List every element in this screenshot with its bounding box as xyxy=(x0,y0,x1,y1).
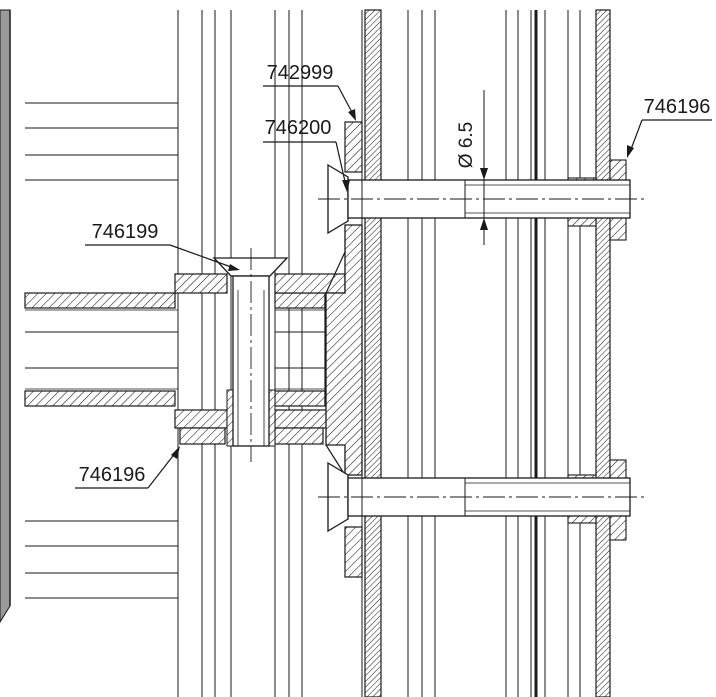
callout-label-746196-bottom: 746196 xyxy=(79,464,146,486)
vertical-wall xyxy=(361,9,382,697)
left-column-lines xyxy=(177,10,303,697)
diameter-label: Ø 6.5 xyxy=(456,122,477,168)
bracket-plates xyxy=(174,273,346,447)
callout-label-746199: 746199 xyxy=(92,221,159,243)
callout-746199: 746199 xyxy=(85,221,240,271)
upper-left-rails xyxy=(25,102,178,181)
diameter-dimension: Ø 6.5 xyxy=(456,90,488,245)
lower-horizontal-bolt xyxy=(318,461,648,533)
callout-746196-top: 746196 xyxy=(627,96,712,158)
right-column-lines xyxy=(407,10,581,697)
callout-746200: 746200 xyxy=(263,117,350,192)
right-wall xyxy=(595,9,611,697)
callout-742999: 742999 xyxy=(263,62,356,121)
beam-extension xyxy=(274,292,326,407)
horizontal-beam xyxy=(24,292,178,407)
left-frame xyxy=(0,9,11,623)
lower-left-rails xyxy=(25,520,178,599)
vertical-bolt xyxy=(212,248,289,462)
callout-label-742999: 742999 xyxy=(267,62,334,84)
callout-746196-bottom: 746196 xyxy=(75,446,180,489)
callout-label-746200: 746200 xyxy=(265,117,332,139)
callout-label-746196-top: 746196 xyxy=(644,96,711,118)
